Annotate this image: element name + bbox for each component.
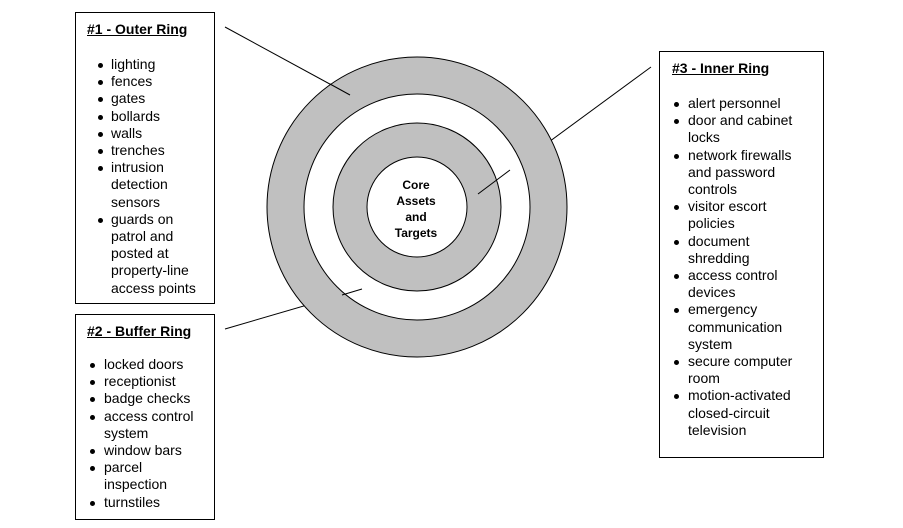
list-item: turnstiles: [87, 494, 214, 511]
list-item: walls: [87, 125, 214, 142]
list-item: bollards: [87, 108, 214, 125]
list-item: guards on patrol and posted at property-…: [87, 211, 211, 297]
list-item: network firewalls and password controls: [672, 147, 808, 199]
outer-ring-title: #1 - Outer Ring: [87, 21, 188, 37]
buffer-ring-list: locked doors receptionist badge checks a…: [87, 356, 214, 511]
core-label-line2: Assets: [396, 194, 436, 208]
outer-ring-list: lighting fences gates bollards walls tre…: [87, 56, 214, 297]
list-item: parcel inspection: [87, 459, 184, 493]
list-item: lighting: [87, 56, 214, 73]
list-item: gates: [87, 90, 214, 107]
list-item: door and cabinet locks: [672, 112, 808, 146]
list-item: motion-activated closed-circuit televisi…: [672, 387, 808, 439]
inner-ring-list: alert personnel door and cabinet locks n…: [672, 95, 823, 439]
outer-ring-box: #1 - Outer Ring lighting fences gates bo…: [75, 12, 215, 304]
list-item: locked doors: [87, 356, 214, 373]
core-label-line1: Core: [402, 178, 430, 192]
list-item: receptionist: [87, 373, 214, 390]
list-item: visitor escort policies: [672, 198, 788, 232]
list-item: alert personnel: [672, 95, 823, 112]
inner-ring-box: #3 - Inner Ring alert personnel door and…: [659, 51, 824, 458]
core-label-line3: and: [405, 210, 426, 224]
list-item: access control system: [87, 408, 208, 442]
list-item: window bars: [87, 442, 214, 459]
buffer-ring-title: #2 - Buffer Ring: [87, 323, 192, 339]
list-item: document shredding: [672, 233, 768, 267]
inner-ring-title: #3 - Inner Ring: [672, 60, 770, 76]
core-circle: [366, 156, 468, 258]
list-item: intrusion detection sensors: [87, 159, 183, 211]
buffer-ring-connector-tip: [341, 288, 363, 296]
outer-ring-connector-tip: [329, 83, 351, 96]
inner-ring-connector-tip: [477, 169, 511, 195]
list-item: trenches: [87, 142, 214, 159]
list-item: access control devices: [672, 267, 788, 301]
list-item: emergency communication system: [672, 301, 808, 353]
list-item: fences: [87, 73, 214, 90]
buffer-ring-box: #2 - Buffer Ring locked doors receptioni…: [75, 314, 215, 520]
outer-ring-connector: [224, 26, 351, 96]
core-label-line4: Targets: [395, 226, 438, 240]
list-item: secure computer room: [672, 353, 808, 387]
list-item: badge checks: [87, 390, 214, 407]
